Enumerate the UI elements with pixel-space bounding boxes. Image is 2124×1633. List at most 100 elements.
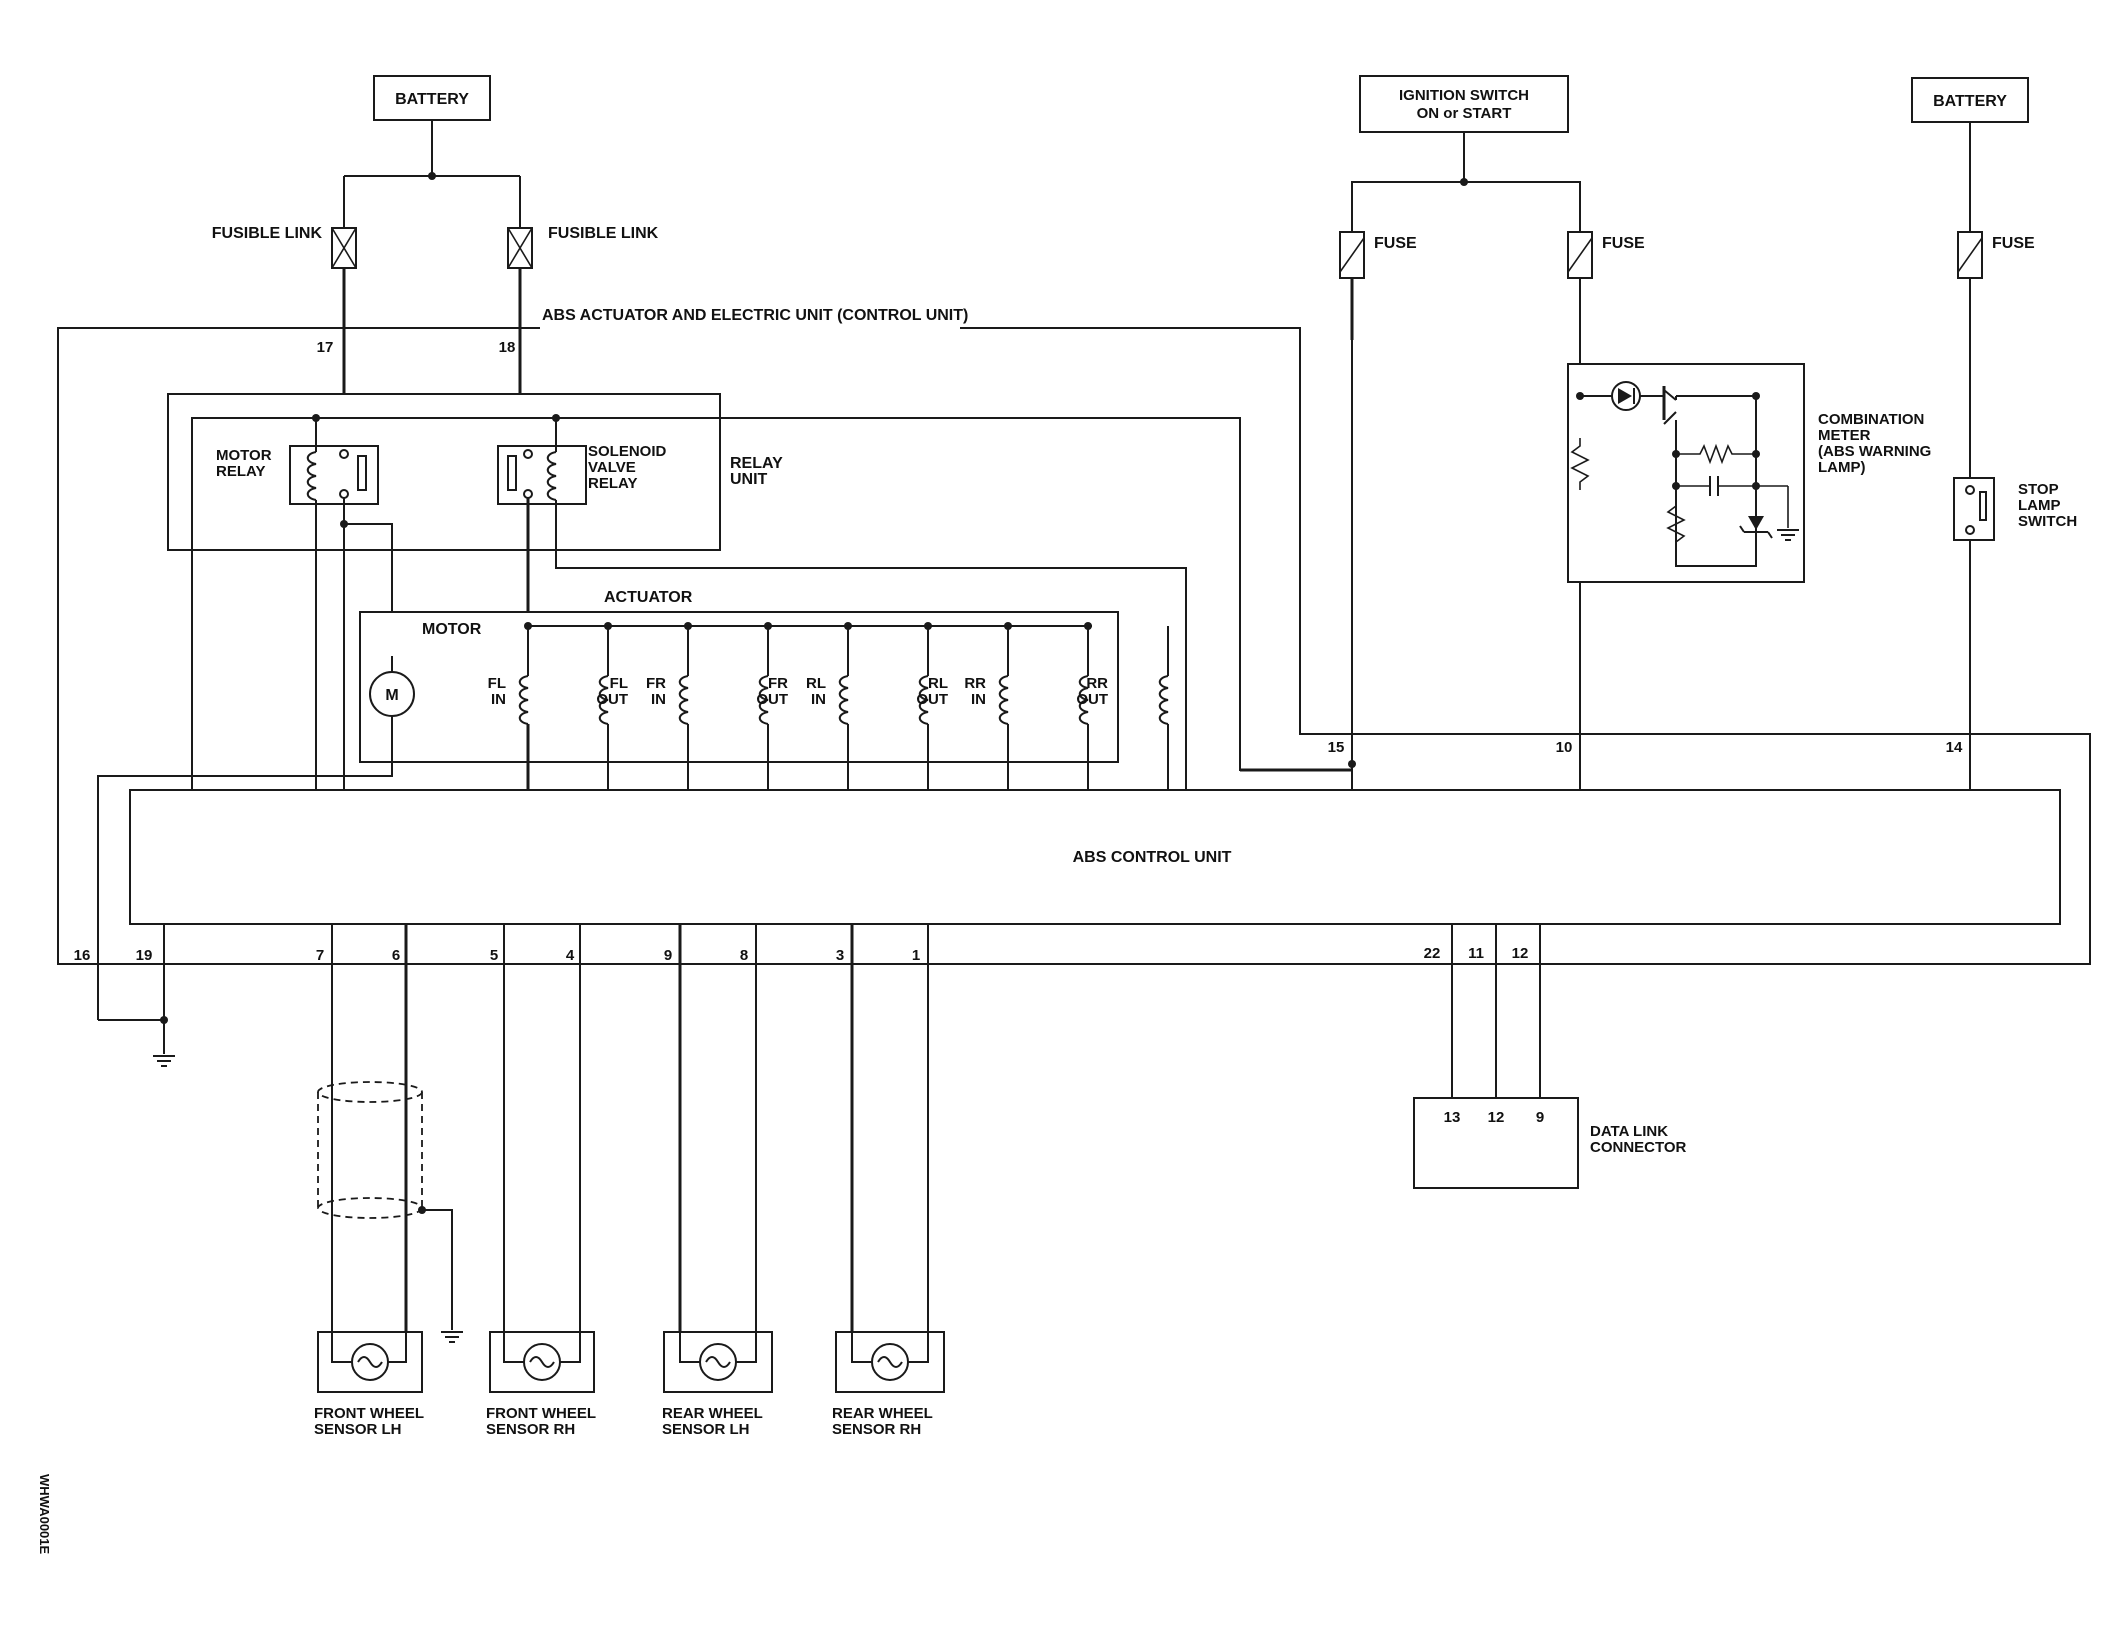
pin-11: 11 [1468, 945, 1484, 962]
solenoid-label-2: VALVE [588, 459, 636, 476]
solenoid-label: FR [646, 675, 666, 692]
pin-18: 18 [499, 339, 516, 356]
pin-12: 12 [1512, 945, 1529, 962]
combination-meter-label-2: METER [1818, 427, 1871, 444]
pin-7: 7 [316, 947, 324, 964]
stop-lamp-label-3: SWITCH [2018, 513, 2077, 530]
motor-relay-label-1: MOTOR [216, 447, 272, 464]
pin-14: 14 [1946, 739, 1963, 756]
solenoid-label: RL [928, 675, 948, 692]
fusible-link-right: FUSIBLE LINK [507, 225, 659, 269]
combination-meter-label-1: COMBINATION [1818, 411, 1924, 428]
combination-meter-label-4: LAMP) [1818, 459, 1866, 476]
solenoid-label-3: RELAY [588, 475, 637, 492]
pin-6: 6 [392, 947, 400, 964]
actuator-label: ACTUATOR [604, 589, 693, 606]
solenoid-label: IN [491, 691, 506, 708]
data-link-connector: 13 12 9 DATA LINK CONNECTOR [1413, 1097, 1687, 1189]
abs-actuator-label: ABS ACTUATOR AND ELECTRIC UNIT (CONTROL … [542, 307, 968, 324]
solenoid-label: OUT [916, 691, 948, 708]
abs-actuator-unit-outline: ABS ACTUATOR AND ELECTRIC UNIT (CONTROL … [57, 307, 2091, 965]
solenoid-label: FL [488, 675, 506, 692]
battery-right: BATTERY [1911, 77, 2029, 123]
wheel-sensor-rear-rh: REAR WHEEL SENSOR RH [832, 1331, 945, 1438]
solenoid-label: OUT [596, 691, 628, 708]
relay-unit-label-1: RELAY [730, 455, 783, 472]
pin-5: 5 [490, 947, 498, 964]
fusible-link-right-label: FUSIBLE LINK [548, 225, 659, 242]
battery-left: BATTERY [373, 75, 491, 121]
data-link-label-1: DATA LINK [1590, 1123, 1668, 1140]
fusible-link-left-label: FUSIBLE LINK [212, 225, 323, 242]
wheel-sensor-rear-rh-label-2: SENSOR RH [832, 1421, 921, 1438]
wheel-sensor-rear-lh: REAR WHEEL SENSOR LH [662, 1331, 773, 1438]
dl-pin-13: 13 [1444, 1109, 1461, 1126]
motor-relay: MOTOR RELAY [216, 418, 379, 505]
pin-10: 10 [1556, 739, 1573, 756]
fuse-2: FUSE [1567, 231, 1645, 279]
solenoid-label: FR [768, 675, 788, 692]
pin-1: 1 [912, 947, 920, 964]
pin-9: 9 [664, 947, 672, 964]
solenoid-label: OUT [1076, 691, 1108, 708]
stop-lamp-label-2: LAMP [2018, 497, 2061, 514]
battery-left-label: BATTERY [395, 91, 469, 108]
pin-8: 8 [740, 947, 748, 964]
solenoid-label: RL [806, 675, 826, 692]
relay-unit: RELAY UNIT [167, 393, 783, 551]
wheel-sensor-rear-rh-label-1: REAR WHEEL [832, 1405, 933, 1422]
wheel-sensor-rear-lh-label-1: REAR WHEEL [662, 1405, 763, 1422]
shield-cable [317, 1081, 464, 1343]
wheel-sensor-front-lh-label-1: FRONT WHEEL [314, 1405, 424, 1422]
figure-code: WHWA0001E [37, 1474, 52, 1555]
solenoid-coil [1158, 675, 1169, 725]
dl-pin-12: 12 [1488, 1109, 1505, 1126]
fusible-link-left: FUSIBLE LINK [212, 225, 357, 269]
solenoid-label: FL [610, 675, 628, 692]
solenoid-label: IN [651, 691, 666, 708]
dl-pin-9: 9 [1536, 1109, 1544, 1126]
pin-17: 17 [317, 339, 334, 356]
solenoid-valve-relay: SOLENOID VALVE RELAY [497, 418, 667, 505]
solenoid-label: RR [964, 675, 986, 692]
pin-16: 16 [74, 947, 91, 964]
abs-control-unit-label: ABS CONTROL UNIT [1073, 849, 1232, 866]
wheel-sensor-front-lh-label-2: SENSOR LH [314, 1421, 402, 1438]
solenoid-label: IN [811, 691, 826, 708]
fuse-3-label: FUSE [1992, 235, 2035, 252]
battery-right-label: BATTERY [1933, 93, 2007, 110]
pin-19: 19 [136, 947, 153, 964]
fuse-2-label: FUSE [1602, 235, 1645, 252]
pin-22: 22 [1424, 945, 1441, 962]
solenoid-label: OUT [756, 691, 788, 708]
fuse-3: FUSE [1957, 231, 2035, 279]
ignition-switch: IGNITION SWITCH ON or START [1359, 75, 1569, 133]
fuse-1-label: FUSE [1374, 235, 1417, 252]
data-link-label-2: CONNECTOR [1590, 1139, 1687, 1156]
wheel-sensor-front-lh: FRONT WHEEL SENSOR LH [314, 1331, 424, 1438]
abs-control-unit: ABS CONTROL UNIT [129, 789, 2061, 925]
pin-15: 15 [1328, 739, 1345, 756]
pin-4: 4 [566, 947, 575, 964]
fuse-1: FUSE [1339, 231, 1417, 279]
solenoid-label: RR [1086, 675, 1108, 692]
wheel-sensor-front-rh-label-2: SENSOR RH [486, 1421, 575, 1438]
relay-unit-label-2: UNIT [730, 471, 768, 488]
ignition-switch-label-1: IGNITION SWITCH [1399, 87, 1529, 104]
bottom-pin-labels: 16 19 7 6 5 4 9 8 3 1 22 11 12 [74, 945, 1529, 964]
solenoid-label-1: SOLENOID [588, 443, 667, 460]
ignition-switch-label-2: ON or START [1417, 105, 1512, 122]
wheel-sensor-rear-lh-label-2: SENSOR LH [662, 1421, 750, 1438]
wheel-sensor-front-rh: FRONT WHEEL SENSOR RH [486, 1331, 596, 1438]
motor-relay-label-2: RELAY [216, 463, 265, 480]
motor-label: MOTOR [422, 621, 482, 638]
wheel-sensor-front-rh-label-1: FRONT WHEEL [486, 1405, 596, 1422]
solenoid-label: IN [971, 691, 986, 708]
stop-lamp-switch: STOP LAMP SWITCH [1953, 477, 2077, 541]
combination-meter: COMBINATION METER (ABS WARNING LAMP) [1567, 363, 1931, 583]
motor-symbol-label: M [385, 687, 398, 704]
pin-3: 3 [836, 947, 844, 964]
stop-lamp-label-1: STOP [2018, 481, 2059, 498]
actuator: ACTUATOR MOTOR [359, 589, 1119, 763]
